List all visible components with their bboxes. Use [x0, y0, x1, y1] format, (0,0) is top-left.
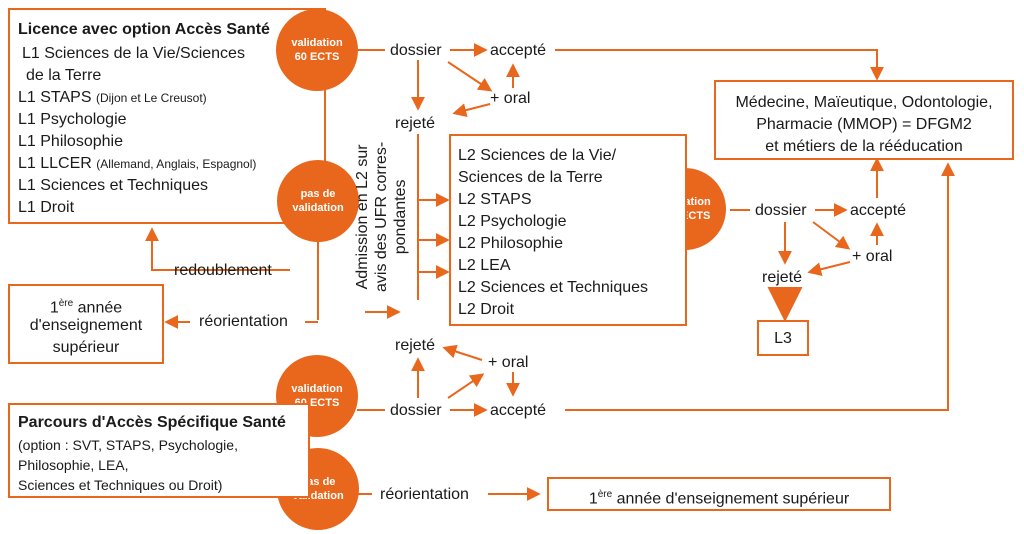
oral-top-label: + oral [490, 90, 531, 107]
licence-item: de la Terre [26, 67, 102, 84]
licence-box [8, 8, 326, 224]
rejete-bottom-label: rejeté [395, 337, 436, 354]
paces-line: (option : SVT, STAPS, Psychologie, [18, 437, 238, 453]
dossier-bottom-label: dossier [390, 402, 442, 419]
medecine-box [714, 80, 1014, 160]
premiere-annee-left-line: supérieur [52, 339, 120, 356]
licence-item: L1 Droit [18, 199, 75, 216]
premiere-annee-left-box [8, 284, 164, 364]
rejete-right-label: rejeté [762, 269, 803, 286]
licence-item: L1 LLCER (Allemand, Anglais, Espagnol) [18, 155, 257, 172]
paces-box [8, 403, 310, 498]
l2-item: L2 STAPS [458, 191, 532, 208]
reorientation-bottom-label: réorientation [380, 486, 469, 503]
oral-right-label: + oral [852, 248, 893, 265]
l2-box [449, 134, 687, 326]
medecine-line: et métiers de la rééducation [765, 138, 963, 155]
licence-item: L1 Sciences de la Vie/Sciences [22, 45, 245, 62]
premiere-annee-left-line: 1ère année [49, 298, 123, 317]
l2-item: L2 Psychologie [458, 213, 567, 230]
licence-item: L1 Sciences et Techniques [18, 177, 209, 194]
paces-line: Sciences et Techniques ou Droit) [18, 477, 223, 493]
licence-item: L1 Philosophie [18, 133, 123, 150]
redoublement-label: redoublement [174, 262, 272, 279]
l3-label: L3 [774, 330, 792, 347]
l3-box [757, 320, 809, 356]
l2-item: L2 Sciences de la Vie/ [458, 147, 617, 164]
premiere-annee-bottom-label: 1ère année d'enseignement supérieur [588, 489, 850, 508]
oral-bottom-label: + oral [488, 354, 529, 371]
admission-vertical-text: Admission en L2 sur avis des UFR corres-… [354, 141, 409, 292]
l2-item: L2 Droit [458, 301, 515, 318]
licence-title: Licence avec option Accès Santé [18, 21, 270, 38]
licence-item: L1 Psychologie [18, 111, 127, 128]
l2-item: Sciences de la Terre [458, 169, 603, 186]
rejete-top-label: rejeté [395, 115, 436, 132]
premiere-annee-bottom-box [547, 477, 891, 511]
paces-title: Parcours d'Accès Spécifique Santé [18, 414, 286, 431]
l2-item: L2 Sciences et Techniques [458, 279, 649, 296]
medecine-line: Pharmacie (MMOP) = DFGM2 [756, 116, 972, 133]
l2-item: L2 Philosophie [458, 235, 563, 252]
dossier-top-label: dossier [390, 42, 442, 59]
l2-item: L2 LEA [458, 257, 511, 274]
accepte-top-label: accepté [490, 42, 547, 59]
accepte-right-label: accepté [850, 202, 907, 219]
premiere-annee-left-line: d'enseignement [29, 317, 143, 334]
paces-line: Philosophie, LEA, [18, 457, 129, 473]
reorientation-top-label: réorientation [199, 313, 288, 330]
dossier-right-label: dossier [755, 202, 807, 219]
medecine-line: Médecine, Maïeutique, Odontologie, [735, 94, 993, 111]
licence-item: L1 STAPS (Dijon et Le Creusot) [18, 89, 207, 106]
accepte-bottom-label: accepté [490, 402, 547, 419]
